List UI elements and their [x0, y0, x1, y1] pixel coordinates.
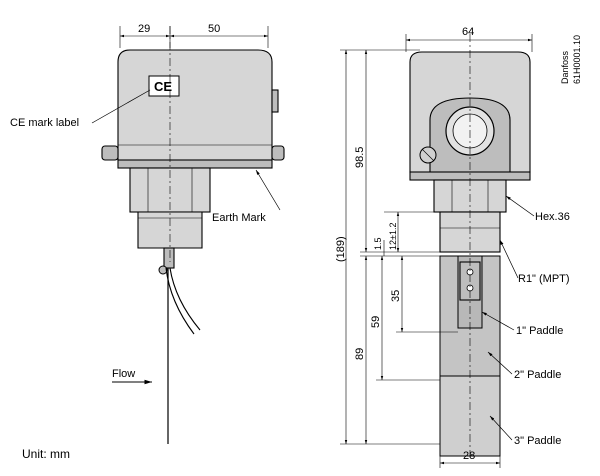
dim-1-5: 1.5 [373, 237, 383, 250]
paddle-2-leader [487, 351, 513, 375]
dim-89: 89 [354, 348, 366, 360]
hex-leader [505, 195, 535, 217]
cable-outline [165, 267, 195, 335]
ce-label-leader [91, 89, 151, 124]
paddle-1-leader [481, 311, 515, 331]
housing-base [117, 159, 273, 169]
doc-code: 61H0001.10 [572, 35, 582, 84]
pivot-pin [158, 265, 168, 275]
paddle-3-label: 3" Paddle [514, 435, 561, 447]
earth-screw-slot [421, 148, 435, 162]
paddle-2-label: 2" Paddle [514, 369, 561, 381]
ce-mark: CE [154, 79, 172, 94]
dim-98-5: 98.5 [354, 147, 366, 168]
ce-mark-label-text: CE mark label [10, 117, 79, 129]
dim-50: 50 [208, 23, 220, 35]
dim-59: 59 [370, 316, 382, 328]
paddle-3-leader [489, 415, 513, 441]
left-side-view: 29 50 CE CE mark label [10, 23, 285, 444]
earth-mark-text: Earth Mark [212, 212, 266, 224]
screw-left [101, 145, 119, 161]
shaft [163, 247, 175, 269]
thread-label: R1" (MPT) [518, 273, 570, 285]
dim-28: 28 [463, 450, 475, 462]
hex-label: Hex.36 [535, 211, 570, 223]
cable [169, 267, 201, 331]
earth-mark-leader [255, 169, 281, 211]
screw-right [271, 145, 285, 161]
dim-64: 64 [462, 26, 474, 38]
dim-12: 12±1.2 [388, 223, 398, 250]
paddle-1-label: 1" Paddle [516, 325, 563, 337]
switch-housing [117, 49, 273, 161]
dim-189: (189) [335, 236, 347, 262]
right-front-view: 64 (189) 98.5 [335, 26, 570, 468]
dim-29: 29 [138, 23, 150, 35]
flow-label: Flow [112, 368, 135, 380]
brand-text: Danfoss [560, 50, 570, 84]
ce-label-box [148, 75, 180, 97]
housing-side-cap [271, 89, 279, 113]
unit-label: Unit: mm [22, 447, 70, 461]
thread-leader [499, 239, 519, 279]
dim-35: 35 [390, 290, 402, 302]
